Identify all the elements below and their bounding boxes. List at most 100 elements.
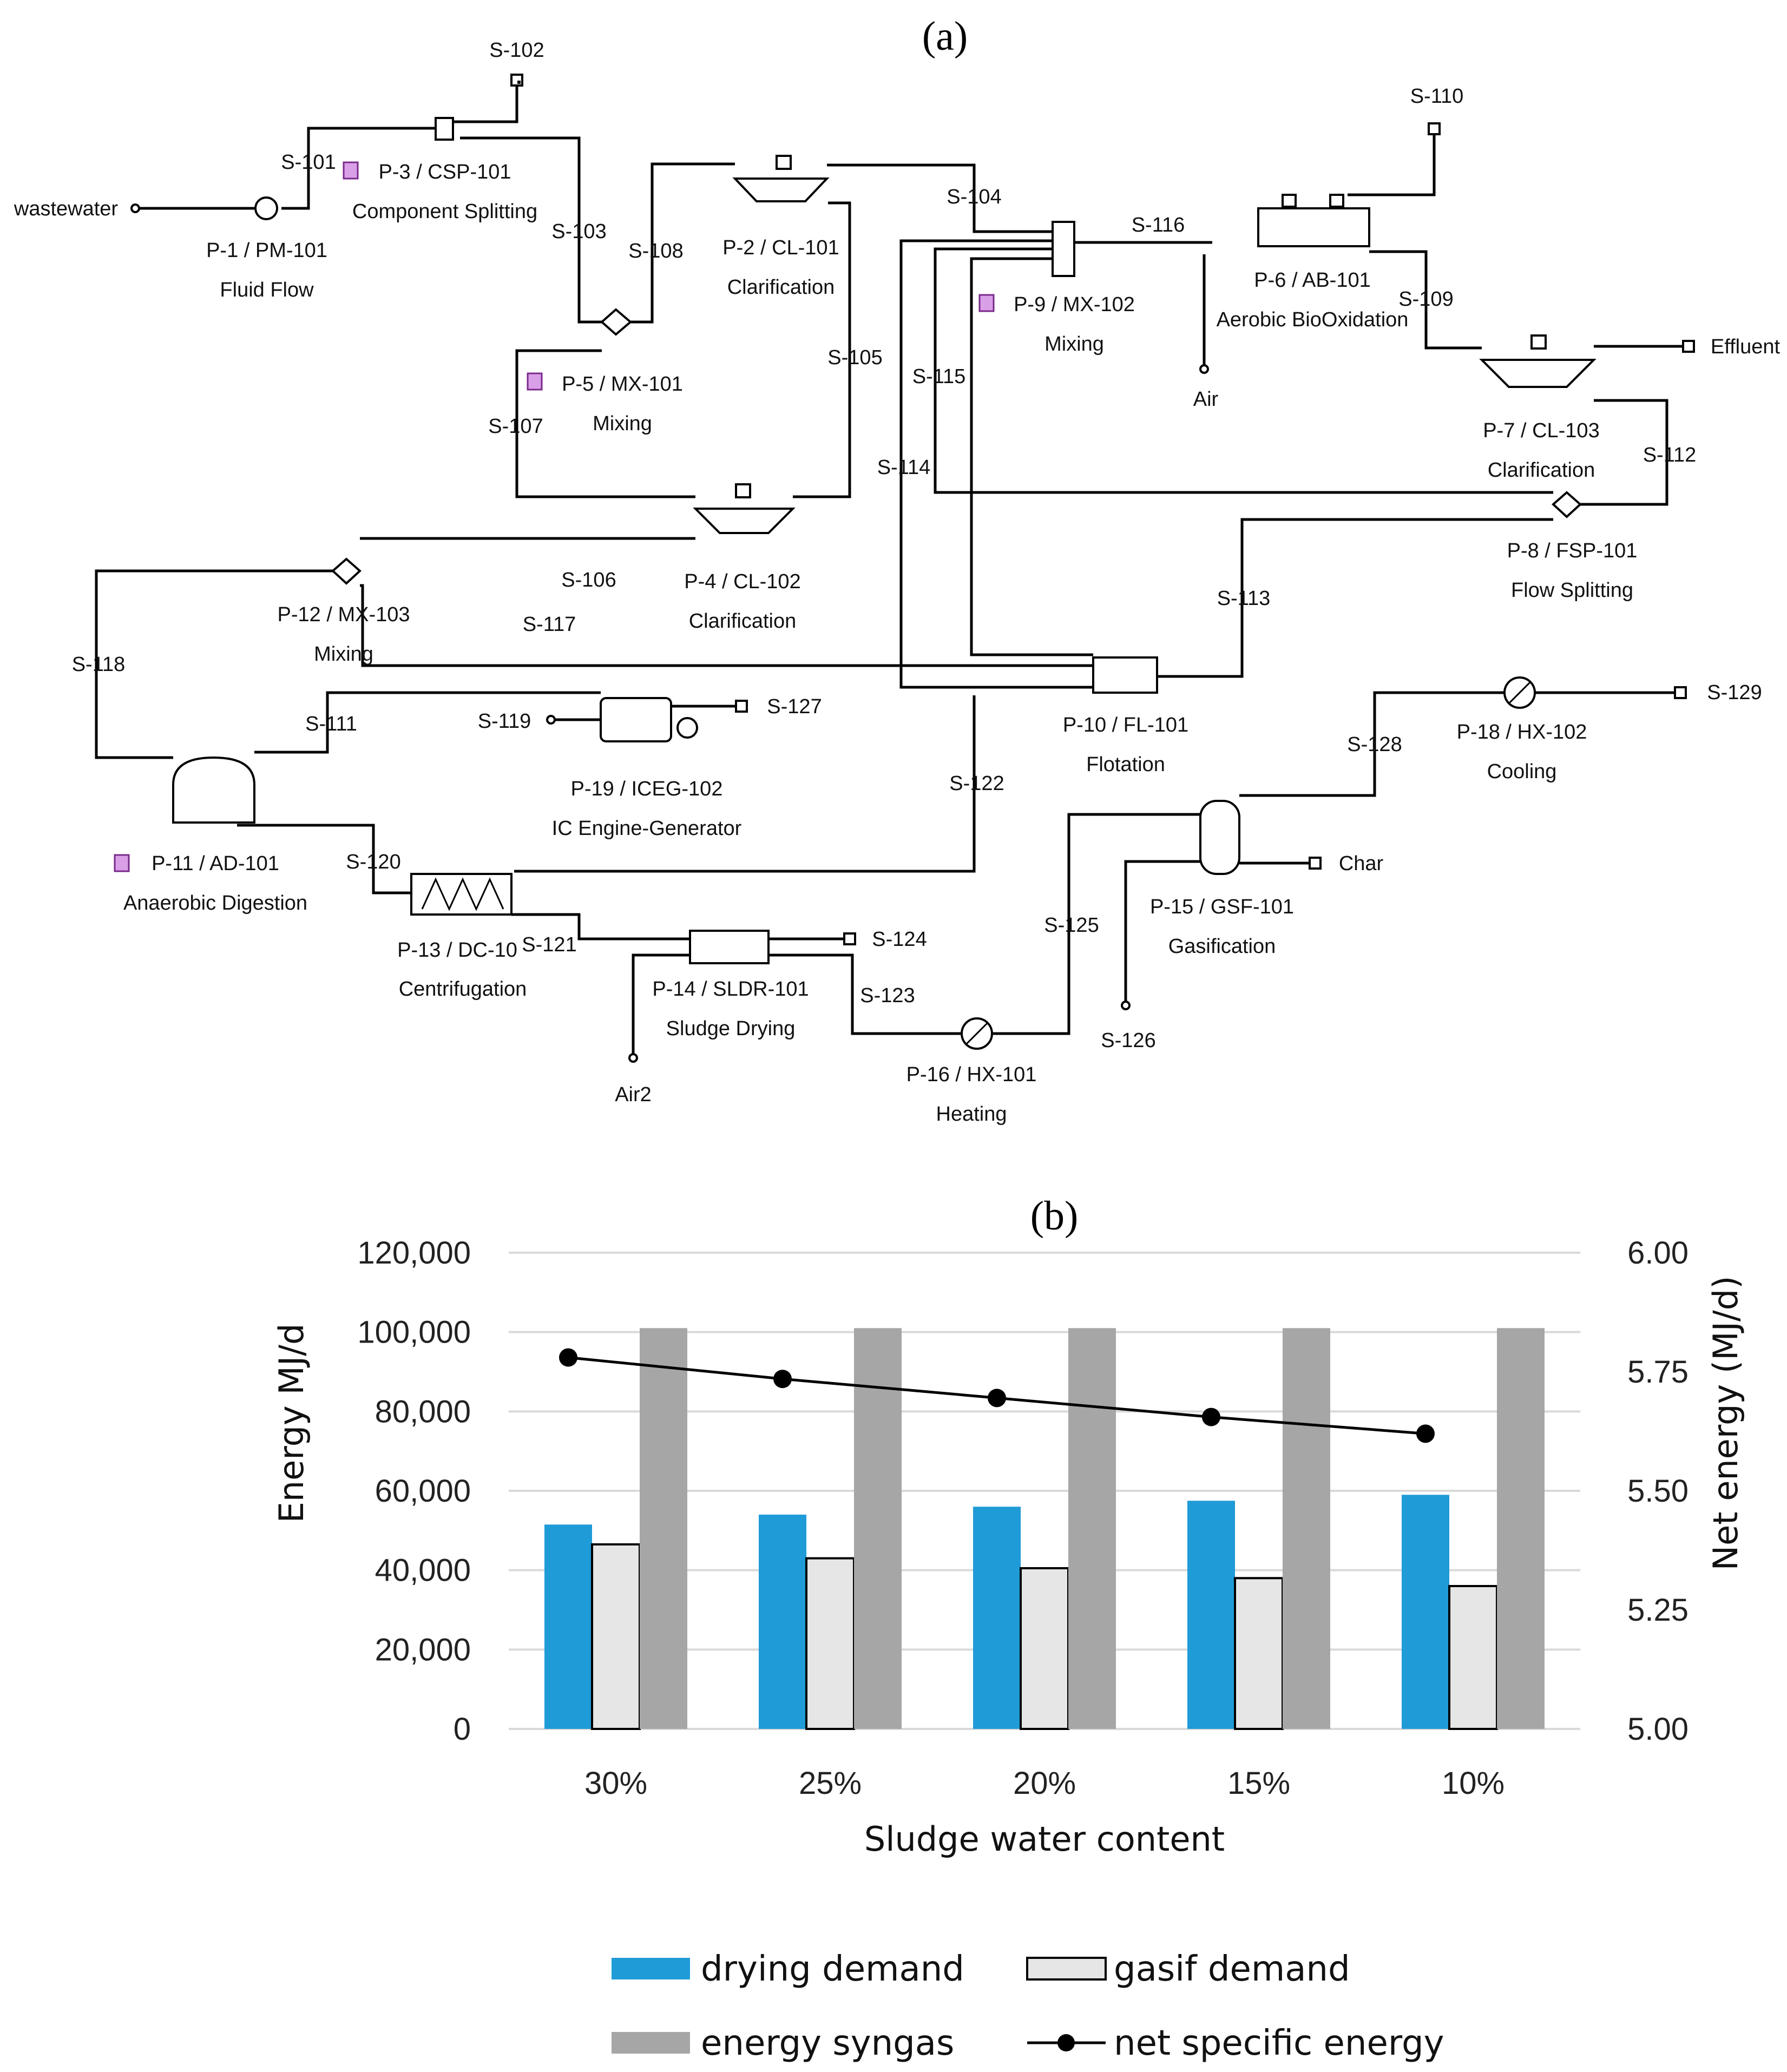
label-s102: S-102 <box>489 39 544 62</box>
y-tick-label: 20,000 <box>375 1632 471 1667</box>
label-p14-id: P-14 / SLDR-101 <box>652 978 809 1001</box>
label-s118: S-118 <box>72 653 126 676</box>
flotation-unit-icon <box>1092 656 1158 694</box>
mixer-p9-icon <box>1052 221 1075 277</box>
effluent-outlet-icon <box>1682 340 1695 353</box>
label-p16-name: Heating <box>936 1103 1007 1126</box>
stream-lines <box>95 83 1689 1058</box>
label-p7-id: P-7 / CL-103 <box>1483 419 1599 442</box>
cooler-arrow <box>1508 681 1532 705</box>
clarifier-p4-motor-icon <box>735 483 751 498</box>
stream-s101 <box>281 127 436 210</box>
clarifier-p2-motor-icon <box>776 155 792 170</box>
y-tick-label: 60,000 <box>375 1474 471 1509</box>
splitter-p8-icon <box>1552 491 1582 518</box>
y2-tick-label: 5.25 <box>1627 1593 1689 1628</box>
bar-drying-demand <box>1402 1495 1449 1729</box>
label-p7-name: Clarification <box>1488 459 1595 482</box>
legend-swatch-net-marker <box>1057 2034 1075 2051</box>
s126-inlet-icon <box>1121 1001 1131 1010</box>
stream-s120 <box>237 824 411 894</box>
mixer-p5-icon <box>600 308 633 336</box>
x-tick-label: 25% <box>799 1766 862 1801</box>
generator-icon <box>676 717 698 739</box>
label-p4-name: Clarification <box>689 610 797 633</box>
label-p3-id: P-3 / CSP-101 <box>379 161 511 183</box>
legend-label-syngas: energy syngas <box>701 2023 954 2063</box>
stream-s115 <box>934 247 1553 494</box>
label-p13-id: P-13 / DC-10 <box>397 939 517 962</box>
bar-drying-demand <box>973 1507 1021 1729</box>
stream-s123 <box>768 953 961 1035</box>
stream-s121 <box>511 913 690 940</box>
label-air: Air <box>1193 388 1219 411</box>
label-s115: S-115 <box>912 365 966 388</box>
label-p2-id: P-2 / CL-101 <box>722 236 839 259</box>
net-energy-point <box>773 1370 792 1389</box>
energy-chart: (b) 020,00040,00060,00080,000100,000120,… <box>272 1193 1745 2063</box>
label-p8-name: Flow Splitting <box>1511 579 1633 602</box>
label-p1-name: Fluid Flow <box>220 279 314 301</box>
s124-outlet-icon <box>843 932 856 945</box>
label-p12-id: P-12 / MX-103 <box>278 603 410 626</box>
legend-label-net: net specific energy <box>1114 2023 1444 2063</box>
bar-gasif-demand <box>1448 1585 1498 1730</box>
aerator-motor-2-icon <box>1329 194 1344 208</box>
label-s106: S-106 <box>561 569 616 591</box>
label-p12-name: Mixing <box>314 643 373 666</box>
clarifier-p7-motor-icon <box>1530 334 1547 350</box>
label-p11-name: Anaerobic Digestion <box>123 892 307 915</box>
x-axis-title: Sludge water content <box>864 1819 1225 1859</box>
stream-s128 <box>1239 691 1505 797</box>
stream-s107 <box>515 349 695 498</box>
stream-p10-top <box>970 257 1093 656</box>
x-tick-label: 10% <box>1442 1766 1505 1801</box>
label-s119: S-119 <box>478 710 531 733</box>
label-p18-id: P-18 / HX-102 <box>1457 721 1587 744</box>
clarifier-p7-icon <box>1479 359 1597 388</box>
sludge-dryer-icon <box>689 930 770 964</box>
label-s116: S-116 <box>1132 214 1185 236</box>
equipment <box>114 74 1695 1063</box>
y2-axis-title: Net energy (MJ/d) <box>1706 1276 1745 1571</box>
stream-s111 <box>254 691 601 754</box>
tick-labels: 020,00040,00060,00080,000100,000120,0005… <box>357 1235 1689 1801</box>
y-tick-label: 100,000 <box>357 1315 471 1350</box>
label-s124: S-124 <box>872 928 927 951</box>
y-tick-label: 0 <box>454 1712 471 1747</box>
label-p5-name: Mixing <box>593 412 652 435</box>
bar-energy-syngas <box>1283 1328 1330 1729</box>
net-energy-point <box>559 1348 577 1367</box>
stream-s112 <box>1580 399 1668 506</box>
aerator-motor-1-icon <box>1282 194 1297 208</box>
stream-s103 <box>460 136 602 324</box>
label-s123: S-123 <box>860 984 915 1007</box>
net-energy-point <box>1202 1407 1220 1426</box>
y2-tick-label: 5.75 <box>1627 1354 1689 1390</box>
bars <box>544 1328 1545 1731</box>
label-s109: S-109 <box>1398 288 1453 311</box>
label-s111: S-111 <box>305 713 357 735</box>
p5-doc-icon <box>527 372 543 391</box>
panel-b-label: (b) <box>1030 1193 1079 1239</box>
bar-gasif-demand <box>1234 1577 1284 1730</box>
clarifier-p4-icon <box>693 508 796 534</box>
s102-outlet-dot <box>517 81 521 84</box>
x-tick-label: 20% <box>1013 1766 1076 1801</box>
label-s114: S-114 <box>877 456 931 479</box>
p11-doc-icon <box>114 854 130 872</box>
label-s125: S-125 <box>1044 914 1099 937</box>
label-s117: S-117 <box>523 613 576 636</box>
y2-tick-label: 6.00 <box>1627 1235 1689 1271</box>
y-axis-title: Energy MJ/d <box>272 1324 311 1523</box>
engine-generator-icon <box>600 697 672 742</box>
label-p19-name: IC Engine-Generator <box>552 817 742 840</box>
stream-s126 <box>1124 860 1200 1005</box>
stream-s122 <box>514 695 976 873</box>
stream-s108 <box>630 162 735 324</box>
stream-air2 <box>632 953 690 1058</box>
stream-s104 <box>827 163 1053 233</box>
bar-energy-syngas <box>854 1328 902 1729</box>
label-p8-id: P-8 / FSP-101 <box>1507 540 1638 562</box>
y-tick-label: 40,000 <box>375 1553 471 1588</box>
